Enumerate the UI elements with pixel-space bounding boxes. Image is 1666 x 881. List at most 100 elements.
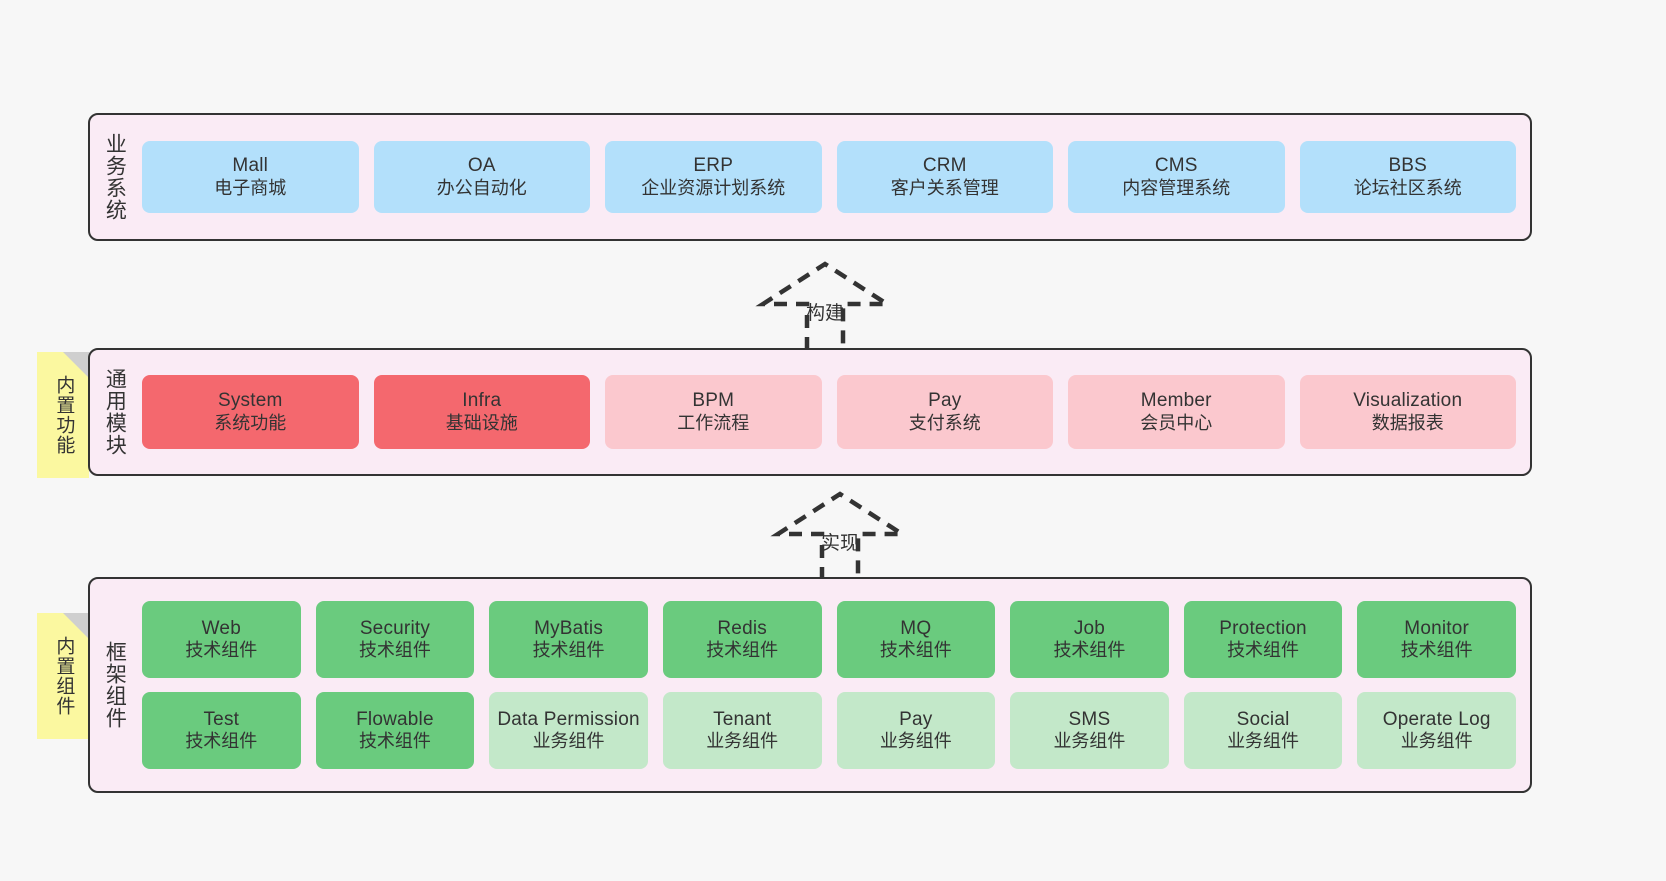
card-monitor-desc: 技术组件 xyxy=(1400,640,1473,661)
card-test[interactable]: Test 技术组件 xyxy=(142,692,301,769)
card-web-desc: 技术组件 xyxy=(185,640,258,661)
card-social-desc: 业务组件 xyxy=(1227,731,1300,752)
card-operate-log-desc: 业务组件 xyxy=(1400,731,1473,752)
card-pay-module-desc: 支付系统 xyxy=(908,412,981,433)
card-pay-component[interactable]: Pay 业务组件 xyxy=(836,692,996,769)
card-flowable[interactable]: Flowable 技术组件 xyxy=(315,692,475,769)
card-erp[interactable]: ERP 企业资源计划系统 xyxy=(605,141,822,213)
card-bpm-desc: 工作流程 xyxy=(677,412,750,433)
card-crm-desc: 客户关系管理 xyxy=(890,177,999,198)
connector-implement-arrow: 实现 xyxy=(760,488,920,580)
layer-common-modules: 通用模块 System 系统功能 Infra 基础设施 BPM 工作流程 Pay… xyxy=(88,348,1532,476)
card-bbs-desc: 论坛社区系统 xyxy=(1353,177,1462,198)
card-cms-name: CMS xyxy=(1154,155,1198,177)
card-pay-component-desc: 业务组件 xyxy=(879,731,952,752)
card-security-name: Security xyxy=(359,617,431,639)
card-visualization-desc: 数据报表 xyxy=(1371,412,1444,433)
card-cms[interactable]: CMS 内容管理系统 xyxy=(1068,141,1285,213)
card-bbs[interactable]: BBS 论坛社区系统 xyxy=(1299,141,1516,213)
sticky-note-builtin-features: 内置功能 xyxy=(37,352,89,478)
card-member-desc: 会员中心 xyxy=(1140,412,1213,433)
card-job[interactable]: Job 技术组件 xyxy=(1010,601,1169,678)
build-arrow-icon xyxy=(755,261,895,350)
layer-common-modules-body: System 系统功能 Infra 基础设施 BPM 工作流程 Pay 支付系统… xyxy=(138,350,1530,474)
layer-common-modules-title: 通用模块 xyxy=(103,368,127,456)
card-operate-log[interactable]: Operate Log 业务组件 xyxy=(1357,692,1516,769)
card-flowable-name: Flowable xyxy=(356,708,434,730)
connector-implement-label: 实现 xyxy=(820,533,859,554)
card-data-permission[interactable]: Data Permission 业务组件 xyxy=(489,692,648,769)
sticky-note-builtin-components: 内置组件 xyxy=(37,613,89,739)
module-card-row: System 系统功能 Infra 基础设施 BPM 工作流程 Pay 支付系统… xyxy=(142,375,1516,449)
card-pay-component-name: Pay xyxy=(899,708,933,730)
card-pay-module-name: Pay xyxy=(928,390,962,412)
sticky-note-builtin-components-label: 内置组件 xyxy=(53,636,75,716)
card-member[interactable]: Member 会员中心 xyxy=(1068,375,1285,449)
card-security[interactable]: Security 技术组件 xyxy=(315,601,475,678)
card-mybatis-desc: 技术组件 xyxy=(532,640,605,661)
card-oa[interactable]: OA 办公自动化 xyxy=(373,141,590,213)
card-operate-log-name: Operate Log xyxy=(1382,708,1491,730)
card-infra-desc: 基础设施 xyxy=(445,412,518,433)
card-security-desc: 技术组件 xyxy=(358,640,431,661)
card-redis[interactable]: Redis 技术组件 xyxy=(662,601,822,678)
card-web-name: Web xyxy=(201,617,241,639)
card-test-desc: 技术组件 xyxy=(185,731,258,752)
sticky-fold-corner-icon xyxy=(63,613,89,639)
card-test-name: Test xyxy=(203,708,240,730)
card-redis-name: Redis xyxy=(717,617,767,639)
card-web[interactable]: Web 技术组件 xyxy=(142,601,301,678)
card-visualization-name: Visualization xyxy=(1353,390,1463,412)
card-tenant[interactable]: Tenant 业务组件 xyxy=(662,692,822,769)
card-pay-module[interactable]: Pay 支付系统 xyxy=(836,375,1053,449)
card-system-name: System xyxy=(217,390,283,412)
card-redis-desc: 技术组件 xyxy=(706,640,779,661)
layer-business-system: 业务系统 Mall 电子商城 OA 办公自动化 ERP 企业资源计划系统 CRM… xyxy=(88,113,1532,241)
card-data-permission-name: Data Permission xyxy=(497,708,640,730)
card-monitor[interactable]: Monitor 技术组件 xyxy=(1357,601,1516,678)
card-erp-desc: 企业资源计划系统 xyxy=(641,177,786,198)
sticky-note-builtin-features-label: 内置功能 xyxy=(53,375,75,455)
card-crm[interactable]: CRM 客户关系管理 xyxy=(836,141,1053,213)
card-erp-name: ERP xyxy=(693,155,734,177)
card-job-name: Job xyxy=(1073,617,1106,639)
connector-build-arrow: 构建 xyxy=(745,258,905,350)
card-visualization[interactable]: Visualization 数据报表 xyxy=(1299,375,1516,449)
card-mq[interactable]: MQ 技术组件 xyxy=(836,601,996,678)
card-data-permission-desc: 业务组件 xyxy=(532,731,605,752)
card-protection[interactable]: Protection 技术组件 xyxy=(1183,601,1343,678)
card-protection-desc: 技术组件 xyxy=(1227,640,1300,661)
card-system-desc: 系统功能 xyxy=(214,412,287,433)
card-sms-desc: 业务组件 xyxy=(1053,731,1126,752)
card-mybatis[interactable]: MyBatis 技术组件 xyxy=(489,601,648,678)
card-tenant-desc: 业务组件 xyxy=(706,731,779,752)
tech-component-row: Web 技术组件 Security 技术组件 MyBatis 技术组件 Redi… xyxy=(142,601,1516,678)
card-oa-desc: 办公自动化 xyxy=(436,177,527,198)
card-social[interactable]: Social 业务组件 xyxy=(1183,692,1343,769)
card-member-name: Member xyxy=(1140,390,1212,412)
layer-framework-components-body: Web 技术组件 Security 技术组件 MyBatis 技术组件 Redi… xyxy=(138,579,1530,791)
card-sms[interactable]: SMS 业务组件 xyxy=(1010,692,1169,769)
card-oa-name: OA xyxy=(467,155,496,177)
connector-build-label: 构建 xyxy=(805,303,844,324)
card-mall-desc: 电子商城 xyxy=(214,177,287,198)
card-bbs-name: BBS xyxy=(1388,155,1428,177)
layer-framework-components-title: 框架组件 xyxy=(103,641,127,729)
card-monitor-name: Monitor xyxy=(1404,617,1470,639)
card-mq-name: MQ xyxy=(900,617,932,639)
card-bpm[interactable]: BPM 工作流程 xyxy=(605,375,822,449)
card-infra[interactable]: Infra 基础设施 xyxy=(373,375,590,449)
card-mall[interactable]: Mall 电子商城 xyxy=(142,141,359,213)
card-mall-name: Mall xyxy=(232,155,269,177)
business-card-row: Mall 电子商城 OA 办公自动化 ERP 企业资源计划系统 CRM 客户关系… xyxy=(142,141,1516,213)
card-job-desc: 技术组件 xyxy=(1053,640,1126,661)
business-component-row: Test 技术组件 Flowable 技术组件 Data Permission … xyxy=(142,692,1516,769)
card-system[interactable]: System 系统功能 xyxy=(142,375,359,449)
card-bpm-name: BPM xyxy=(692,390,735,412)
card-mybatis-name: MyBatis xyxy=(534,617,604,639)
layer-business-system-body: Mall 电子商城 OA 办公自动化 ERP 企业资源计划系统 CRM 客户关系… xyxy=(138,115,1530,239)
card-cms-desc: 内容管理系统 xyxy=(1122,177,1231,198)
card-infra-name: Infra xyxy=(462,390,502,412)
sticky-fold-corner-icon xyxy=(63,352,89,378)
card-crm-name: CRM xyxy=(922,155,967,177)
